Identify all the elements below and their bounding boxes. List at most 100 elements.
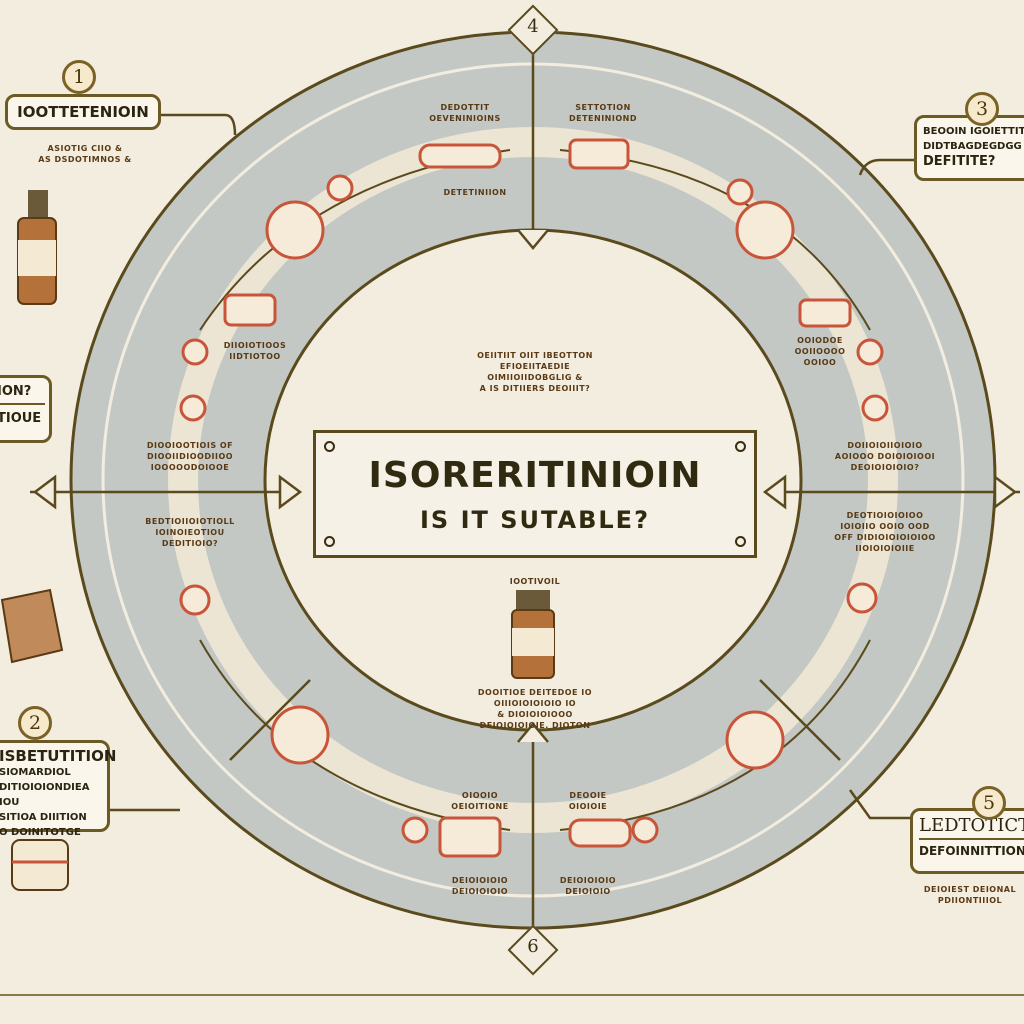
ring-text: OOIOO (803, 358, 837, 367)
step-2-line: O DOINITOTGE (0, 827, 81, 838)
caption-line: ASIOTIG CIIO & (47, 144, 123, 153)
ring-text: DETENINIOND (568, 114, 637, 123)
left-partial-line: ION? (0, 384, 45, 405)
ring-text: OOIIOOOO (794, 347, 846, 356)
ring-text-bottom-left: OIOOIO OEIOITIONE (440, 790, 520, 812)
bottle-icon (511, 590, 555, 679)
ring-text: DEDOTTIT (440, 103, 490, 112)
arrow-right-outer-icon (993, 474, 1018, 510)
arrowheads (32, 229, 1018, 743)
ring-text: DEOTIOIOIOIOO (846, 511, 924, 520)
ring-text: SETTOTION (575, 103, 631, 112)
ring-text-left-upper: DIIOIOTIOOS IIDTIOTOO (215, 340, 295, 362)
ring-text: IIOIOIOIOIIE (855, 544, 915, 553)
ring-text: OEVENINIOINS (429, 114, 501, 123)
inner-text: OEIITIIT OIIT IBEOTTON (477, 351, 593, 360)
step-5-title: LEDTOTICT (919, 815, 1024, 840)
step-1-caption: ASIOTIG CIIO & AS DSDOTIMNOS & (15, 143, 155, 165)
ring-text: DEIOIOIOIO (451, 887, 509, 896)
connector-lines (110, 113, 915, 820)
step-2-label: ISBETUTITION SIOMARDIOL DITIOIOIONDIEA I… (0, 740, 117, 838)
ring-text-right-mid: DOIIOIOIIOIOIO AOIOOO DOIOIOIOOI DEOIOIO… (820, 440, 950, 473)
center-subtitle: IS IT SUTABLE? (420, 506, 650, 534)
step-3-line: DIDTBAGDEGDGG (923, 141, 1022, 152)
ring-text: DIOOIOOTIOIS OF (146, 441, 234, 450)
step-2-title: ISBETUTITION (0, 747, 117, 765)
step-2-line: SIOMARDIOL (0, 767, 71, 778)
caption-line: AS DSDOTIMNOS & (38, 155, 132, 164)
rivet-icon (324, 441, 335, 452)
ring-text-top-mid: DETETINIION (443, 188, 507, 197)
step-badge-1: 1 (62, 60, 96, 94)
ring-text: DEOIOIOIOIO? (850, 463, 920, 472)
ring-text: DOIIOIOIIOIOIO (847, 441, 923, 450)
ring-text: DEIOIOIO (565, 887, 611, 896)
inner-text: DOOITIOE DEITEDOE IO (477, 688, 593, 697)
ring-text: OIOIOIE (568, 802, 608, 811)
ring-text-right-upper: OOIODOE OOIIOOOO OOIOO (780, 335, 860, 368)
ring-text: IIDTIOTOO (229, 352, 281, 361)
bottle-label: IOOTIVOIL (509, 577, 561, 586)
ring-text-left-mid: DIOOIOOTIOIS OF DIOOIIDIOODIIOO IOOOOODO… (130, 440, 250, 473)
inner-text: OIMIIOIIDOBGLIG & (487, 373, 583, 382)
inner-text: DEIOIOIOIOIE. DIOTON (479, 721, 591, 730)
ring-text: DEOOIE (569, 791, 607, 800)
caption-line: DEIOIEST DEIONAL (923, 885, 1017, 894)
side-bottle-icon (17, 190, 57, 305)
arrow-down-icon (517, 229, 549, 250)
inner-text: & DIOIOIOIOOO (497, 710, 573, 719)
step-badge-4: 4 (527, 16, 539, 37)
ring-text-left-lower: BEDTIOIIOIOTIOLL IOINOIEOTIOU DEDITIOIO? (120, 516, 260, 549)
arrow-left-icon (762, 474, 787, 510)
step-3-title: BEOOIN IGOIETTIT (923, 126, 1024, 137)
rivet-icon (735, 536, 746, 547)
left-partial-line: TIOUE (0, 411, 42, 426)
ring-text-top-right: SETTOTION DETENINIOND (548, 102, 658, 124)
ring-text: OEIOITIONE (451, 802, 509, 811)
inner-text-bottom: DOOITIOE DEITEDOE IO OIIIOIOIOIOIO IO & … (455, 687, 615, 731)
ring-text-top-left: DEDOTTIT OEVENINIOINS (410, 102, 520, 124)
ring-text-bottom-right-caption: DEIOIOIOIO DEIOIOIO (548, 875, 628, 897)
arrow-right-icon (278, 474, 303, 510)
ring-text-bottom-right: DEOOIE OIOIOIE (548, 790, 628, 812)
ring-text-right-lower: DEOTIOIOIOIOO IOIOIIO OOIO OOD OFF DIDIO… (810, 510, 960, 554)
ring-text: IOOOOODOIOOE (150, 463, 230, 472)
ring-text: DIIOIOTIOOS (223, 341, 287, 350)
center-title-plaque: ISORERITINIOIN IS IT SUTABLE? (313, 430, 757, 558)
step-1-label: IOOTTETENIOIN (5, 94, 161, 130)
step-badge-3: 3 (965, 92, 999, 126)
cross-dividers (30, 30, 1020, 935)
ring-text: DEIOIOIOIO (559, 876, 617, 885)
step-2-line: DITIOIOIONDIEA IOU (0, 782, 90, 808)
rivet-icon (324, 536, 335, 547)
step-2-line: SITIOA DIIITION (0, 812, 87, 823)
step-badge-6: 6 (527, 936, 539, 957)
ring-text: OIOOIO (461, 791, 499, 800)
inner-text-top: OEIITIIT OIIT IBEOTTON EFIOEIITAEDIE OIM… (450, 350, 620, 394)
step-badge-2: 2 (18, 706, 52, 740)
capsules (223, 138, 852, 858)
ring-text: DIOOIIDIOODIIOO (146, 452, 234, 461)
arrow-left-outer-icon (32, 474, 57, 510)
arrow-up-icon (517, 722, 549, 743)
rivet-icon (735, 441, 746, 452)
jar-icon (11, 839, 69, 891)
pill-markers (179, 174, 889, 844)
inner-text: OIIIOIOIOIOIO IO (493, 699, 577, 708)
step-5-label: LEDTOTICT DEFOINNITTION (910, 808, 1024, 874)
step-5-line: DEFOINNITTION (919, 844, 1024, 858)
step-5-caption: DEIOIEST DEIONAL PDIIONTIIIOL (915, 884, 1024, 906)
caption-line: PDIIONTIIIOL (937, 896, 1003, 905)
ring-text: IOINOIEOTIOU (155, 528, 225, 537)
ring-text: DEIOIOIOIO (451, 876, 509, 885)
center-title: ISORERITINIOIN (368, 455, 702, 496)
book-icon (0, 588, 64, 664)
step-3-label: BEOOIN IGOIETTIT DIDTBAGDEGDGG DEFITITE? (914, 115, 1024, 181)
ring-text: OFF DIDIOIOIOIOIOO (834, 533, 936, 542)
inner-text: EFIOEIITAEDIE (499, 362, 571, 371)
ring-text: BEDTIOIIOIOTIOLL (145, 517, 235, 526)
ring-text: AOIOOO DOIOIOIOOI (834, 452, 936, 461)
step-3-line: DEFITITE? (923, 154, 996, 169)
ring-text: OOIODOE (797, 336, 843, 345)
inner-text: A IS DITIIERS DEOIIIT? (479, 384, 591, 393)
